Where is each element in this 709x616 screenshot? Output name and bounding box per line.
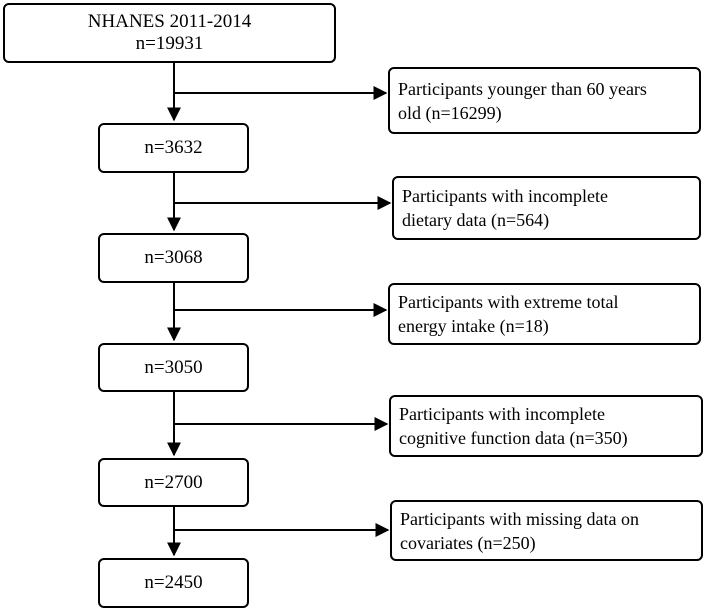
exclusion-text-line: Participants with extreme total [398,292,619,312]
exclusion-text-line: covariates (n=250) [400,532,536,553]
exclusion-text-line: Participants younger than 60 years [398,78,647,99]
flow-box-n3050: n=3050 [98,343,249,392]
flow-box-n3632: n=3632 [98,123,249,173]
exclusion-text-line: Participants with missing data on [400,508,639,529]
flow-box-n2450: n=2450 [98,558,249,608]
exclusion-text-line: old (n=16299) [398,102,502,123]
exclusion-text-line: cognitive function data (n=350) [399,428,628,448]
flow-box-count: n=2450 [144,572,203,593]
exclusion-box-dietary: Participants with incomplete dietary dat… [392,176,701,240]
flow-box-count: n=19931 [135,33,204,54]
exclusion-text-line: Participants with incomplete [402,186,608,206]
exclusion-text-line: dietary data (n=564) [402,210,550,230]
flow-box-count: n=2700 [144,471,203,493]
exclusion-box-covariates: Participants with missing data on covari… [390,500,703,561]
exclusion-box-age: Participants younger than 60 years old (… [388,67,701,134]
flow-box-n3068: n=3068 [98,233,249,283]
flow-box-count: n=3068 [144,247,203,268]
exclusion-box-energy: Participants with extreme total energy i… [388,283,701,345]
exclusion-text-line: Participants with incomplete [399,404,605,424]
flow-box-count: n=3050 [144,356,203,378]
flow-box-n2700: n=2700 [98,458,249,507]
flow-box-nhanes: NHANES 2011-2014 n=19931 [3,3,336,63]
exclusion-text-line: energy intake (n=18) [398,316,549,336]
flow-box-title: NHANES 2011-2014 [87,11,252,32]
exclusion-box-cognitive: Participants with incomplete cognitive f… [389,395,703,457]
flow-box-count: n=3632 [144,137,203,158]
